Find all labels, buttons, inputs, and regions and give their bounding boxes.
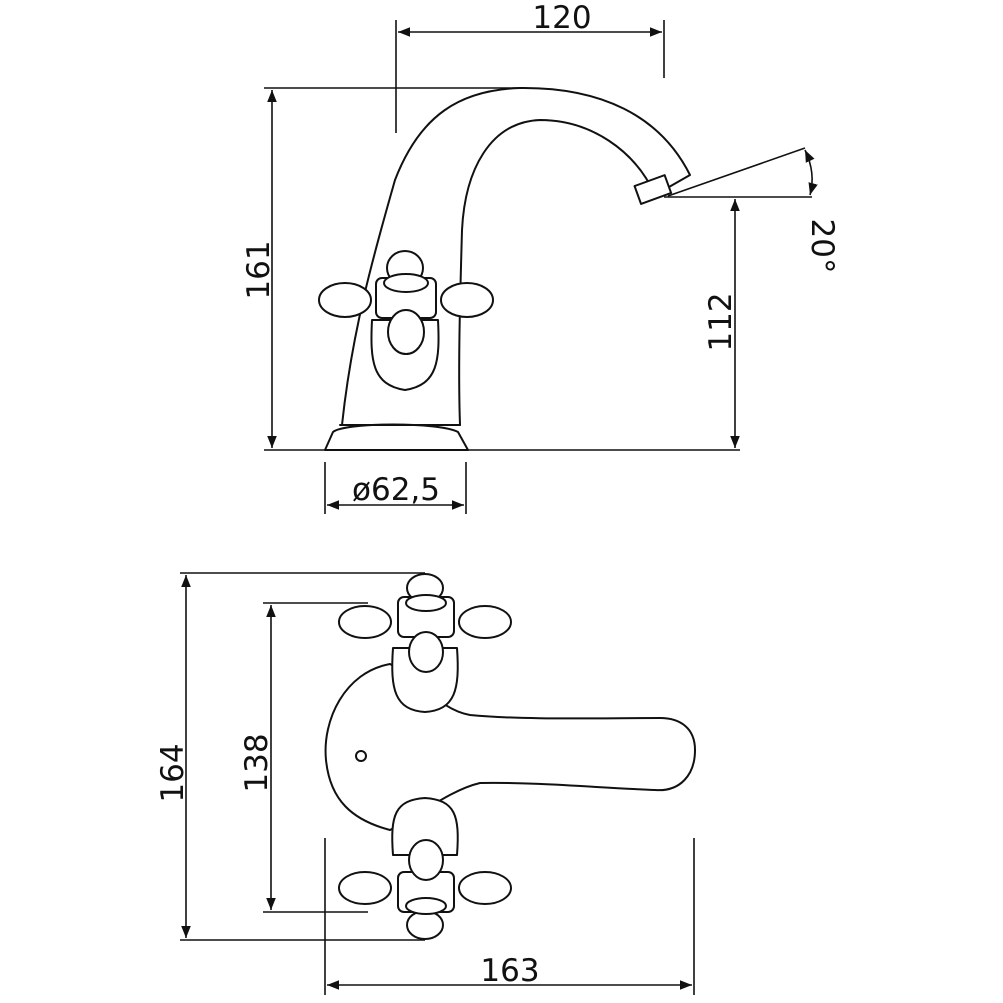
- plan-view: 164 138 163: [155, 572, 696, 995]
- dim-163-label: 163: [480, 953, 539, 989]
- handle-cap-top: [383, 273, 429, 293]
- plan-handle-top-cap-ring: [405, 594, 447, 612]
- dim-angle: 20°: [667, 147, 840, 274]
- plan-handle-bottom-cap-ring: [405, 897, 447, 915]
- plan-handle-top-hub: [391, 647, 459, 713]
- dim-164: 164: [155, 572, 425, 941]
- plan-handle-bottom-hub: [391, 797, 459, 856]
- dim-163: 163: [324, 838, 695, 995]
- side-handle: [318, 250, 494, 391]
- dim-164-label: 164: [155, 743, 191, 802]
- dim-base-diameter: ø62,5: [324, 462, 467, 514]
- plan-handle-top-lever-front: [408, 631, 444, 673]
- dim-base-diameter-label: ø62,5: [352, 472, 440, 508]
- plan-handle-top-lever-right: [458, 605, 512, 639]
- dim-120-label: 120: [532, 0, 591, 36]
- base: [324, 423, 469, 451]
- plan-handle-bottom-lever-right: [458, 871, 512, 905]
- spout-body: [341, 86, 691, 426]
- plan-handle-bottom: [338, 797, 512, 940]
- dim-138-label: 138: [239, 733, 275, 792]
- plan-handle-top: [338, 573, 512, 713]
- plan-handle-bottom-lever-left: [338, 871, 392, 905]
- dim-120: 120: [395, 0, 665, 133]
- aerator: [633, 174, 673, 205]
- plan-handle-bottom-lever-back: [408, 839, 444, 881]
- dim-161-label: 161: [241, 240, 277, 299]
- dim-112-label: 112: [703, 292, 739, 351]
- dim-138: 138: [239, 602, 368, 913]
- handle-lever-front: [387, 309, 425, 355]
- handle-lever-left: [318, 282, 372, 318]
- side-view: 120 161 112 20° ø62,5: [241, 0, 840, 514]
- plan-hole: [355, 750, 367, 762]
- plan-handle-top-lever-left: [338, 605, 392, 639]
- dim-angle-label: 20°: [804, 219, 840, 274]
- plan-body: [324, 663, 696, 831]
- dim-161: 161: [241, 87, 522, 451]
- dim-112: 112: [466, 196, 812, 451]
- plan-handle-bottom-lever-down: [406, 910, 444, 940]
- handle-lever-right: [440, 282, 494, 318]
